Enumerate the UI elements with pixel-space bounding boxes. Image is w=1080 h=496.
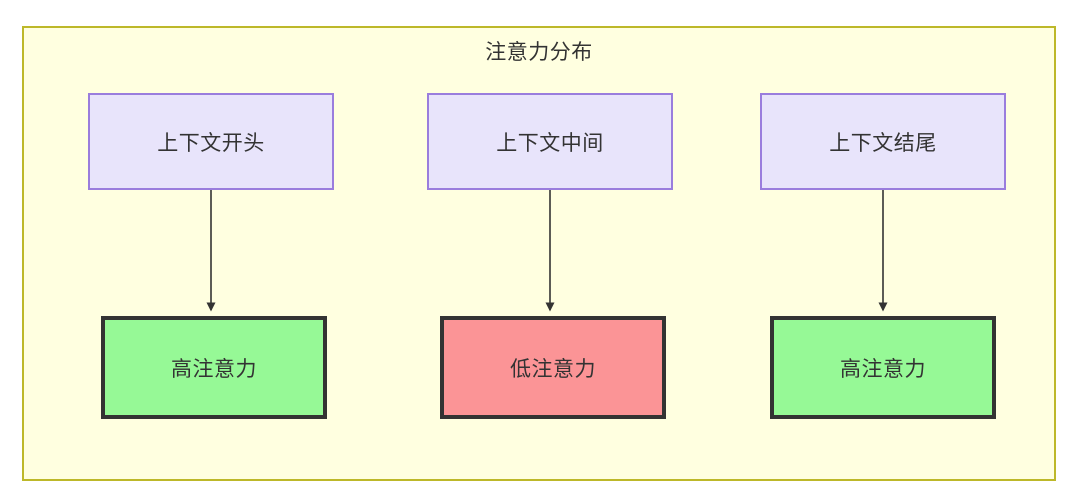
node-label: 低注意力 [510, 357, 596, 381]
node-context-end[interactable]: 上下文结尾 [760, 93, 1006, 190]
node-context-start[interactable]: 上下文开头 [88, 93, 334, 190]
node-label: 上下文开头 [157, 131, 265, 155]
node-attention-middle[interactable]: 低注意力 [440, 316, 666, 419]
node-label: 高注意力 [840, 357, 926, 381]
node-attention-start[interactable]: 高注意力 [101, 316, 327, 419]
node-label: 上下文结尾 [829, 131, 937, 155]
node-label: 高注意力 [171, 357, 257, 381]
subgraph-title: 注意力分布 [485, 41, 593, 64]
node-label: 上下文中间 [496, 131, 604, 155]
node-context-middle[interactable]: 上下文中间 [427, 93, 673, 190]
node-attention-end[interactable]: 高注意力 [770, 316, 996, 419]
